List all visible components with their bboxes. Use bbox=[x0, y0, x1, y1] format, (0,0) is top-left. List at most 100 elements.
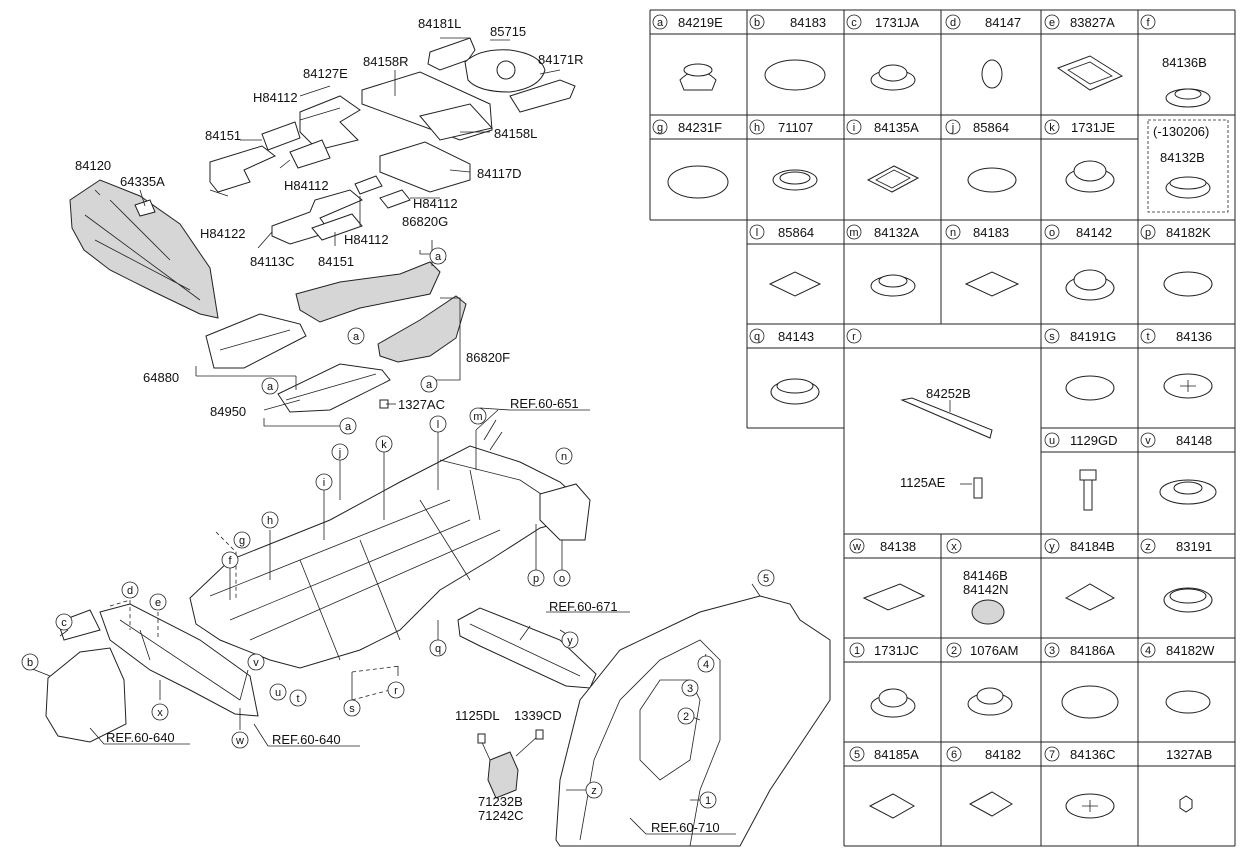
table-cell-s: s 84191G bbox=[1044, 328, 1116, 401]
callout-86820F: 86820F bbox=[466, 350, 510, 365]
callout-84171R: 84171R bbox=[538, 52, 584, 67]
svg-text:a: a bbox=[267, 381, 274, 393]
svg-text:i: i bbox=[323, 477, 325, 489]
table-cell-j: j 85864 bbox=[945, 119, 1017, 193]
callout-labels: 84181L 85715 84171R 84127E 84158R H84112… bbox=[75, 16, 584, 823]
svg-text:1731JC: 1731JC bbox=[874, 643, 919, 658]
number-callout: 4 bbox=[697, 655, 715, 673]
callout-H84112: H84112 bbox=[284, 178, 329, 193]
table-cell-g: g 84231F bbox=[652, 119, 729, 199]
svg-text:w: w bbox=[852, 541, 861, 553]
svg-text:a: a bbox=[426, 379, 433, 391]
callout-84158L: 84158L bbox=[494, 126, 537, 141]
table-cell-5: 5 84185A bbox=[849, 746, 919, 819]
svg-text:l: l bbox=[437, 419, 439, 431]
table-cell-c: c 1731JA bbox=[846, 14, 919, 91]
svg-text:1731JA: 1731JA bbox=[875, 15, 919, 30]
svg-text:i: i bbox=[853, 122, 855, 134]
letter-callout: x bbox=[151, 703, 169, 721]
callout-84127E: 84127E bbox=[303, 66, 348, 81]
callout-71242C: 71242C bbox=[478, 808, 524, 823]
number-callout: 5 bbox=[757, 569, 775, 587]
number-callout: 2 bbox=[677, 707, 695, 725]
svg-text:g: g bbox=[657, 122, 663, 134]
letter-callout: s bbox=[343, 699, 361, 717]
svg-text:84182W: 84182W bbox=[1166, 643, 1215, 658]
rear-crossmember bbox=[457, 607, 597, 689]
svg-text:e: e bbox=[155, 597, 161, 609]
letter-callout: n bbox=[555, 447, 573, 465]
upper-pads-group bbox=[209, 37, 576, 245]
svg-text:a: a bbox=[657, 17, 664, 29]
svg-text:2: 2 bbox=[683, 711, 689, 723]
reference-labels: REF.60-651 REF.60-671 REF.60-640 REF.60-… bbox=[106, 396, 720, 835]
table-cell-w: w 84138 bbox=[849, 538, 926, 611]
letter-callout: e bbox=[149, 593, 167, 611]
table-cell-p: p 84182K bbox=[1140, 224, 1213, 297]
svg-text:1076AM: 1076AM bbox=[970, 643, 1018, 658]
letter-callout: b bbox=[21, 653, 39, 671]
under-covers bbox=[205, 261, 467, 413]
dash-panel bbox=[69, 179, 219, 319]
letter-callout: i bbox=[315, 473, 333, 491]
svg-text:c: c bbox=[851, 17, 857, 29]
letter-callout: u bbox=[269, 683, 287, 701]
svg-text:(-130206): (-130206) bbox=[1153, 124, 1209, 139]
svg-text:v: v bbox=[253, 657, 259, 669]
svg-text:n: n bbox=[561, 451, 567, 463]
bracket-71232B bbox=[477, 729, 544, 799]
svg-text:84186A: 84186A bbox=[1070, 643, 1115, 658]
letter-callout: w bbox=[231, 731, 249, 749]
table-cell-a: a 84219E bbox=[652, 14, 723, 91]
svg-text:84191G: 84191G bbox=[1070, 329, 1116, 344]
svg-text:x: x bbox=[157, 707, 163, 719]
letter-callout: z bbox=[585, 781, 603, 799]
svg-text:c: c bbox=[61, 617, 67, 629]
ref-60-640[interactable]: REF.60-640 bbox=[272, 732, 341, 747]
svg-text:r: r bbox=[394, 685, 398, 697]
svg-text:84132B: 84132B bbox=[1160, 150, 1205, 165]
table-cell-k: k 1731JE bbox=[1044, 119, 1115, 193]
dash-lower-panel bbox=[45, 603, 259, 743]
table-cell-t: t 84136 bbox=[1140, 328, 1213, 399]
svg-text:84136B: 84136B bbox=[1162, 55, 1207, 70]
callout-64335A: 64335A bbox=[120, 174, 165, 189]
svg-text:1129GD: 1129GD bbox=[1070, 433, 1117, 448]
svg-text:u: u bbox=[1049, 435, 1055, 447]
svg-text:s: s bbox=[349, 703, 355, 715]
callout-84151: 84151 bbox=[318, 254, 354, 269]
svg-text:84183: 84183 bbox=[973, 225, 1009, 240]
parts-table: a 84219E b 84183 c 1731JA d 84147 e 8382… bbox=[649, 9, 1236, 847]
callout-64880: 64880 bbox=[143, 370, 179, 385]
letter-callout: k bbox=[375, 435, 393, 453]
letter-callout: l bbox=[429, 415, 447, 433]
callout-84950: 84950 bbox=[210, 404, 246, 419]
svg-text:85864: 85864 bbox=[973, 120, 1009, 135]
svg-text:84136: 84136 bbox=[1176, 329, 1212, 344]
letter-callout: a bbox=[420, 375, 438, 393]
svg-text:h: h bbox=[754, 122, 760, 134]
ref-60-640[interactable]: REF.60-640 bbox=[106, 730, 175, 745]
ref-60-671[interactable]: REF.60-671 bbox=[549, 599, 618, 614]
table-cell-e: e 83827A bbox=[1044, 14, 1124, 91]
svg-text:84182: 84182 bbox=[985, 747, 1021, 762]
svg-text:u: u bbox=[275, 687, 281, 699]
svg-text:7: 7 bbox=[1049, 749, 1055, 761]
table-cell-v: v 84148 bbox=[1140, 432, 1217, 505]
svg-text:t: t bbox=[296, 693, 299, 705]
ref-60-651[interactable]: REF.60-651 bbox=[510, 396, 579, 411]
svg-text:f: f bbox=[1146, 17, 1150, 29]
svg-text:m: m bbox=[849, 227, 858, 239]
svg-text:84136C: 84136C bbox=[1070, 747, 1116, 762]
svg-text:84182K: 84182K bbox=[1166, 225, 1211, 240]
svg-text:a: a bbox=[345, 421, 352, 433]
letter-callout: q bbox=[429, 639, 447, 657]
table-cell-1: 1 1731JC bbox=[849, 642, 919, 718]
number-callout: 1 bbox=[699, 791, 717, 809]
letter-callout: f bbox=[221, 551, 239, 569]
letter-callout: y bbox=[561, 631, 579, 649]
ref-60-710[interactable]: REF.60-710 bbox=[651, 820, 720, 835]
callout-H84112: H84112 bbox=[344, 232, 389, 247]
svg-text:1731JE: 1731JE bbox=[1071, 120, 1115, 135]
